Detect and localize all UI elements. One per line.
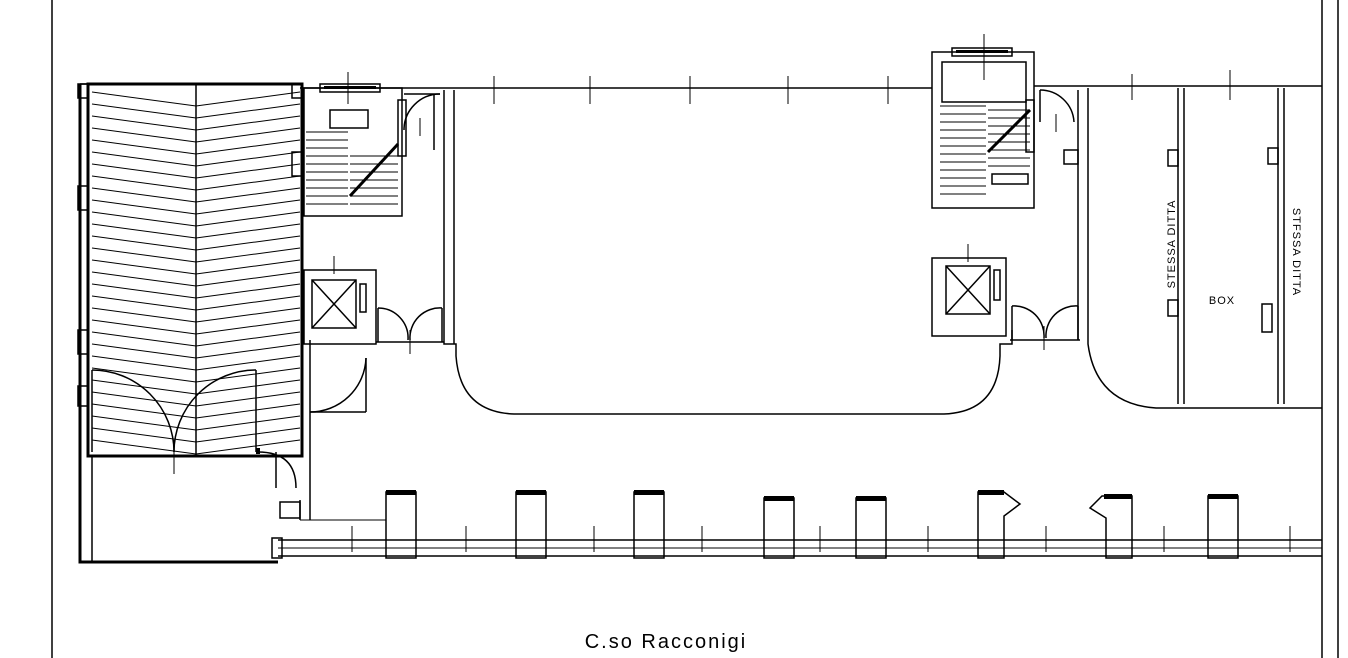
party-right-label: STFSSA DITTA <box>1290 208 1302 296</box>
right-hall <box>1087 88 1322 409</box>
stair-door-left <box>403 93 441 150</box>
lift-left <box>303 256 377 345</box>
corridor-door-left <box>376 307 444 354</box>
central-hall <box>443 90 1013 415</box>
frontage-ticks <box>351 526 1291 552</box>
side-door-left <box>256 448 297 489</box>
party-left-label: STESSA DITTA <box>1166 200 1178 289</box>
building-outline <box>78 83 1322 564</box>
stair-core-right <box>931 47 1035 209</box>
top-axis-ticks <box>347 34 1231 104</box>
corridor-door-right <box>1010 305 1080 350</box>
stair-door-right <box>1039 89 1079 340</box>
seating-double-door <box>88 369 300 562</box>
foyer-door-left <box>299 340 367 520</box>
street-piers <box>271 490 1239 559</box>
stair-core-left <box>303 72 407 217</box>
box-label: BOX <box>1209 295 1235 307</box>
seating-block <box>77 82 304 458</box>
street-name: C.so Racconigi <box>585 631 748 653</box>
box-area: BOX STESSA DITTA STFSSA DITTA <box>1166 85 1302 404</box>
sheet-frame <box>51 0 1339 658</box>
lift-right <box>931 244 1007 337</box>
